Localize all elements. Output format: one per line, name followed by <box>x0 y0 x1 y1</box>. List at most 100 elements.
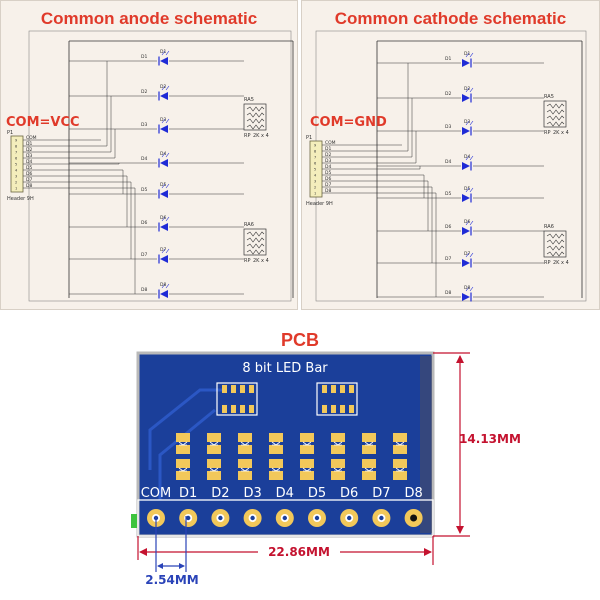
led-label: D3 <box>141 122 147 128</box>
pcb-led-footprint <box>362 433 376 480</box>
cathode-res-bot-prefix: RP <box>544 260 551 266</box>
led-label: D7 <box>445 256 451 262</box>
led-label: D4 <box>141 156 147 162</box>
pcb-header-pad <box>211 509 230 527</box>
pcb-header-pad <box>243 509 262 527</box>
pcb-header-outline <box>137 499 434 537</box>
anode-frame <box>28 30 292 302</box>
pcb-origin-marker <box>131 514 137 528</box>
header-pin-number: 3 <box>15 175 17 179</box>
pcb-header-pad <box>404 509 423 527</box>
led-ref: D2 <box>160 84 166 90</box>
led-label: D5 <box>141 187 147 193</box>
header-pin-label: D2 <box>26 147 32 153</box>
anode-res-top-ref: RA5 <box>244 97 254 103</box>
header-pin-number: 4 <box>314 174 317 178</box>
led-ref: D5 <box>160 182 166 188</box>
pcb-header-pad <box>179 509 198 527</box>
header-pin-number: 6 <box>314 162 316 166</box>
pcb-pitch-dimension <box>155 516 187 572</box>
anode-header-ref: P1 <box>7 130 13 136</box>
pcb-resnet-left <box>216 382 258 416</box>
header-pin-label: D3 <box>325 158 331 164</box>
header-pin-number: 1 <box>15 187 17 191</box>
cathode-title: Common cathode schematic <box>334 9 567 28</box>
header-pin-label: D7 <box>325 182 331 188</box>
pcb-pin-label: D5 <box>308 486 326 501</box>
anode-schematic-panel: Common anode schematic P1 Header 9H COM=… <box>0 0 298 310</box>
header-pin-number: 3 <box>314 180 316 184</box>
cathode-resistor-bottom: RA6 RP 2K x 4 <box>543 224 569 266</box>
header-pin-label: D6 <box>26 171 32 177</box>
led-ref: D6 <box>160 215 166 221</box>
anode-res-bot-value: 2K x 4 <box>253 258 269 264</box>
header-pin-label: D4 <box>325 164 331 170</box>
led-label: D8 <box>445 290 451 296</box>
anode-res-bot-ref: RA6 <box>244 222 254 228</box>
header-pin-number: 2 <box>314 186 316 190</box>
header-pin-number: 8 <box>314 150 316 154</box>
led-ref: D8 <box>464 285 470 291</box>
led-ref: D1 <box>160 49 166 55</box>
pcb-led-footprints <box>176 433 407 480</box>
led-ref: D3 <box>464 119 470 125</box>
led-ref: D3 <box>160 117 166 123</box>
led-ref: D2 <box>464 86 470 92</box>
led-ref: D8 <box>160 282 166 288</box>
cathode-res-top-prefix: RP <box>544 130 551 136</box>
pcb-right-edge <box>420 356 432 533</box>
anode-title: Common anode schematic <box>40 9 258 28</box>
header-pin-label: D7 <box>26 177 32 183</box>
anode-schematic: P1 Header 9H COM=VCC COM9D18D27D36D45D54… <box>6 30 294 302</box>
header-pin-label: D8 <box>325 188 331 194</box>
anode-resistor-top: RA5 RP 2K x 4 <box>243 97 269 139</box>
pcb-width-label-bg <box>258 545 340 559</box>
pcb-pin-label: D4 <box>276 486 294 501</box>
cathode-res-bot-ref: RA6 <box>544 224 554 230</box>
led-label: D4 <box>445 159 451 165</box>
header-pin-label: D5 <box>325 170 331 176</box>
header-pin-number: 7 <box>314 156 316 160</box>
cathode-res-top-ref: RA5 <box>544 94 554 100</box>
header-pin-label: D1 <box>26 141 32 147</box>
header-pin-label: D8 <box>26 183 32 189</box>
header-pin-number: 9 <box>15 139 17 143</box>
pcb-led-footprint <box>238 433 252 480</box>
pcb-pin-label: D1 <box>179 486 197 501</box>
led-label: D6 <box>141 220 147 226</box>
header-pin-label: COM <box>325 140 336 146</box>
cathode-header-ref: P1 <box>306 135 312 141</box>
led-label: D5 <box>445 191 451 197</box>
pcb-header-pad <box>275 509 294 527</box>
header-pin-number: 2 <box>15 181 17 185</box>
pcb-led-footprint <box>331 433 345 480</box>
header-pin-label: D4 <box>26 159 32 165</box>
header-pin-number: 4 <box>15 169 18 173</box>
anode-res-top-value: 2K x 4 <box>253 133 269 139</box>
pcb-height-dimension <box>433 352 470 537</box>
pcb-led-footprint <box>393 433 407 480</box>
pcb-pin-label: D6 <box>340 486 358 501</box>
header-pin-label: D6 <box>325 176 331 182</box>
header-pin-number: 1 <box>314 192 316 196</box>
pcb-height-label: 14.13MM <box>459 432 521 446</box>
cathode-res-bot-value: 2K x 4 <box>553 260 569 266</box>
header-pin-label: D2 <box>325 152 331 158</box>
pcb-led-footprint <box>269 433 283 480</box>
anode-res-bot-prefix: RP <box>244 258 251 264</box>
anode-com-label: COM=VCC <box>6 115 80 130</box>
